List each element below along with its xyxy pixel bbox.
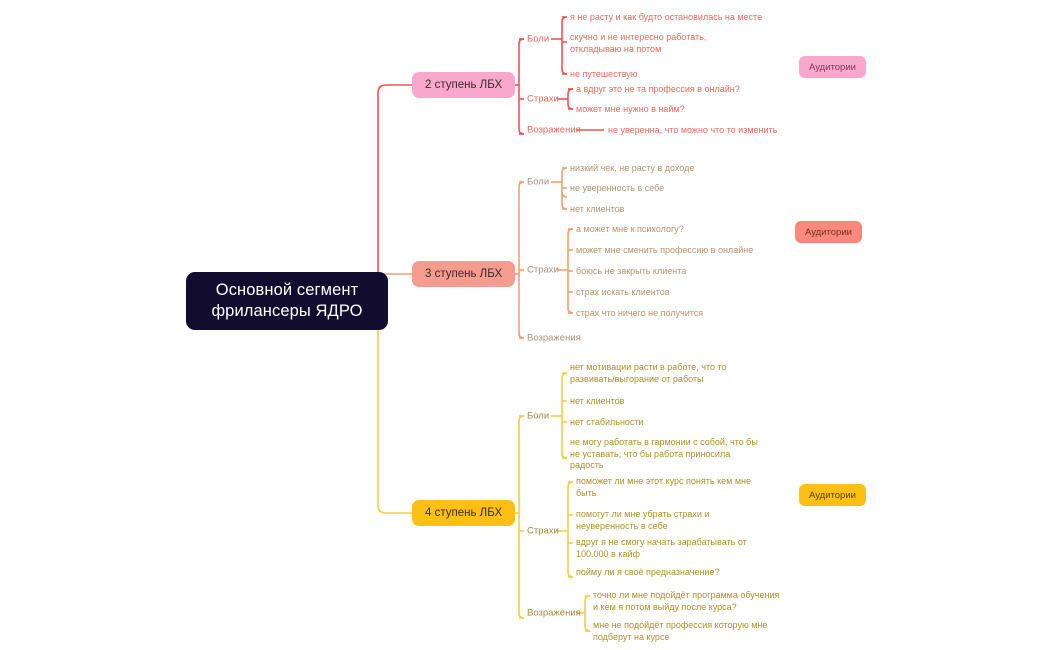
leaf-item[interactable]: страх что ничего не получится	[576, 308, 704, 318]
category-label-boli-stage4[interactable]: Боли	[527, 410, 550, 422]
category-label-strahi-stage2[interactable]: Страхи	[527, 93, 559, 105]
leaf-item[interactable]: поможет ли мне этот курс понять кем мне …	[576, 476, 751, 498]
root-node[interactable]: Основной сегмент фрилансеры ЯДРО	[186, 272, 388, 330]
leaf-item[interactable]: вдруг я не смогу начать зарабатывать от …	[576, 537, 747, 559]
leaf-item[interactable]: пойму ли я своё предназначение?	[576, 567, 720, 577]
leaf-item[interactable]: помогут ли мне убрать страхи и неуверенн…	[576, 509, 710, 531]
category-label-boli-stage2[interactable]: Боли	[527, 33, 550, 45]
leaf-item[interactable]: не уверенность в себе	[570, 183, 665, 193]
root-node-line-1: Основной сегмент	[215, 281, 359, 299]
audience-badge-stage-2[interactable]: Аудитории	[799, 56, 866, 78]
leaf-item[interactable]: мне не подойдёт профессия которую мне по…	[593, 620, 768, 642]
category-label-vozrazheniya-stage3[interactable]: Возражения	[527, 332, 581, 344]
leaf-item[interactable]: не уверенна, что можно что то изменить	[608, 125, 778, 135]
leaf-item[interactable]: нет клиентов	[570, 204, 625, 214]
category-label-vozrazheniya-stage4[interactable]: Возражения	[527, 607, 581, 619]
leaf-item[interactable]: не могу работать в гармонии с собой, что…	[570, 437, 758, 470]
leaf-item[interactable]: не путешествую	[570, 69, 638, 79]
leaf-item[interactable]: боюсь не закрыть клиента	[576, 266, 687, 276]
stage-node-4[interactable]: 4 ступень ЛБХ	[412, 500, 516, 526]
stage-node-2[interactable]: 2 ступень ЛБХ	[412, 72, 516, 98]
root-node-line-2: фрилансеры ЯДРО	[211, 302, 363, 320]
category-label-strahi-stage3[interactable]: Страхи	[527, 264, 559, 276]
leaf-item[interactable]: нет мотивации расти в работе, что то раз…	[570, 362, 727, 384]
leaf-item[interactable]: а вдруг это не та профессия в онлайн?	[576, 84, 740, 94]
leaf-item[interactable]: может мне нужно в найм?	[576, 104, 685, 114]
leaf-item[interactable]: страх искать клиентов	[576, 287, 670, 297]
stage-node-3[interactable]: 3 ступень ЛБХ	[412, 261, 516, 287]
leaf-item[interactable]: может мне сменить профессию в онлайне	[576, 245, 754, 255]
leaf-item[interactable]: скучно и не интересно работать, откладыв…	[570, 32, 707, 54]
leaf-item[interactable]: низкий чек, не расту в доходе	[570, 163, 695, 173]
category-label-boli-stage3[interactable]: Боли	[527, 176, 550, 188]
leaf-item[interactable]: точно ли мне подойдёт программа обучения…	[593, 590, 780, 612]
audience-badge-stage-3[interactable]: Аудитории	[795, 221, 862, 243]
leaf-item[interactable]: нет стабильности	[570, 417, 644, 427]
leaf-item[interactable]: нет клиентов	[570, 396, 625, 406]
leaf-item[interactable]: я не расту и как будто остановилась на м…	[570, 12, 763, 22]
audience-badge-stage-4[interactable]: Аудитории	[799, 484, 866, 506]
leaf-item[interactable]: а может мне к психологу?	[576, 224, 684, 234]
category-label-vozrazheniya-stage2[interactable]: Возражения	[527, 124, 581, 136]
category-label-strahi-stage4[interactable]: Страхи	[527, 525, 559, 537]
